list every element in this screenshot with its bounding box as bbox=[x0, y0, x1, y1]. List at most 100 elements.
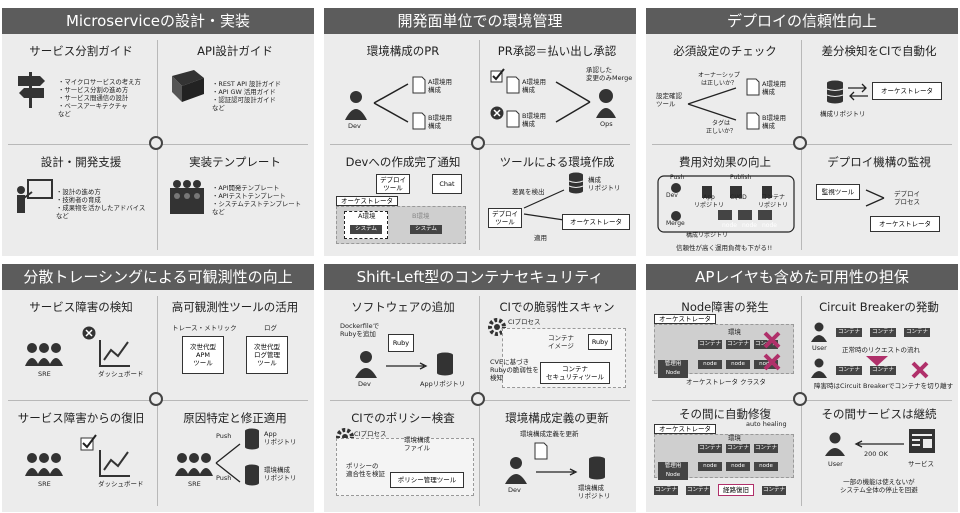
panel-title: 開発面単位での環境管理 bbox=[324, 8, 636, 34]
database-icon bbox=[245, 464, 259, 486]
team-icon bbox=[25, 453, 63, 476]
security-tool-box: コンテナ セキュリティツール bbox=[540, 362, 610, 384]
ctrl-node-box: 管理用Node bbox=[658, 360, 688, 378]
ruby-box: Ruby bbox=[388, 334, 414, 352]
question-tag: タグは 正しいか？ bbox=[706, 120, 737, 135]
quadrant-heading: 設計・開発支援 bbox=[40, 155, 122, 169]
monitor-arrows bbox=[865, 189, 885, 207]
file-icon bbox=[746, 112, 760, 130]
normal-flow-label: 正常時のリクエストの流れ bbox=[842, 346, 920, 354]
auto-healing-label: auto healing bbox=[746, 420, 787, 428]
quadrant-heading: 環境構成のPR bbox=[366, 44, 440, 58]
container-box: コンテナ bbox=[870, 366, 896, 375]
database-icon bbox=[568, 172, 584, 194]
env-label: 環境 bbox=[728, 434, 741, 442]
container-box: コンテナ bbox=[698, 340, 722, 349]
approve-note: 承認した 変更のみMerge bbox=[586, 66, 633, 82]
merge-label: Merge bbox=[666, 220, 685, 227]
orchestrator-box: オーケストレータ bbox=[872, 82, 942, 100]
panel-env-management: 開発面単位での環境管理 環境構成のPR Dev A環境用 構成 B環境用 構成 … bbox=[324, 8, 636, 256]
app-repo-label: Appリポジトリ bbox=[420, 380, 466, 388]
dockerfile-note: Dockerfileで Rubyを追加 bbox=[340, 322, 380, 338]
dashboard-label: ダッシュボード bbox=[98, 370, 144, 378]
env-repo-label: 環境構成 リポジトリ bbox=[264, 466, 297, 482]
policy-note: ポリシーの 適合性を検証 bbox=[346, 462, 385, 478]
team-icon bbox=[175, 453, 213, 476]
panel-container-security: Shift-Left型のコンテナセキュリティ ソフトウェアの追加 Dockerf… bbox=[324, 264, 636, 512]
node-box: node bbox=[698, 360, 722, 369]
push-label: Push bbox=[670, 174, 685, 181]
dashboard-chart-icon bbox=[99, 450, 130, 477]
ok-label: 200 OK bbox=[864, 450, 888, 458]
node-box: node bbox=[754, 462, 778, 471]
developer-icon bbox=[345, 91, 367, 120]
file-icon bbox=[506, 76, 520, 94]
quadrant-heading: Circuit Breakerの発動 bbox=[819, 300, 939, 314]
quadrant-heading: CIでのポリシー検査 bbox=[351, 411, 455, 425]
file-icon bbox=[534, 442, 548, 460]
container-box: コンテナ bbox=[762, 486, 786, 495]
node-box: node bbox=[754, 360, 778, 369]
quadrant-heading: API設計ガイド bbox=[197, 44, 273, 58]
cycle-icon bbox=[793, 392, 807, 406]
check-icon bbox=[80, 434, 97, 451]
presenter-icon bbox=[17, 179, 53, 213]
panel-title: デプロイの信頼性向上 bbox=[646, 8, 958, 34]
quadrant-heading: サービス障害の検知 bbox=[29, 300, 133, 314]
sre-label: SRE bbox=[188, 480, 201, 488]
container-repo-label: コンテナ リポジトリ bbox=[758, 194, 789, 209]
developer-icon bbox=[505, 457, 527, 484]
app-repo-label: App リポジトリ bbox=[264, 430, 297, 446]
ops-label: Ops bbox=[600, 120, 613, 128]
quadrant-heading: 環境構成定義の更新 bbox=[505, 411, 609, 425]
quadrant-heading: サービス障害からの復旧 bbox=[17, 411, 145, 425]
deploy-tool-box: デプロイ ツール bbox=[376, 174, 410, 194]
failure-x-icon bbox=[763, 331, 781, 349]
blocks-icon bbox=[170, 180, 204, 214]
panel-availability: APレイヤも含めた可用性の担保 Node障害の発生 オーケストレータ 環境 コン… bbox=[646, 264, 958, 512]
push-arrows bbox=[215, 443, 241, 483]
continue-caption: 一部の機能は使えないが システム全体の停止を回避 bbox=[840, 478, 918, 494]
response-arrow bbox=[854, 440, 904, 448]
system-box: システム bbox=[350, 225, 382, 234]
database-icon bbox=[245, 428, 259, 450]
dev-label: Dev bbox=[666, 192, 678, 199]
cycle-icon bbox=[149, 136, 163, 150]
arrow-right bbox=[536, 468, 578, 476]
sync-arrows bbox=[848, 83, 868, 101]
cycle-icon bbox=[471, 136, 485, 150]
container-box: コンテナ bbox=[686, 486, 710, 495]
system-box: システム bbox=[410, 225, 442, 234]
item-list: ・REST API 設計ガイド ・API GW 活用ガイド ・認証認可設計ガイド… bbox=[212, 80, 281, 112]
approve-check-icon bbox=[490, 68, 505, 83]
user-icon bbox=[811, 358, 827, 378]
ci-label: CIプロセス bbox=[354, 430, 387, 438]
quadrant-heading: 実装テンプレート bbox=[189, 155, 281, 169]
orchestrator-label: オーケストレータ bbox=[336, 196, 398, 206]
file-icon bbox=[506, 110, 520, 128]
container-box: コンテナ bbox=[654, 486, 678, 495]
check-arrows bbox=[687, 87, 737, 121]
node-box: node bbox=[698, 462, 722, 471]
team-icon bbox=[25, 343, 63, 366]
deploy-tool-box: デプロイ ツール bbox=[488, 208, 522, 228]
quadrant-heading: ツールによる環境作成 bbox=[499, 155, 615, 169]
item-list: ・マイクロサービスの考え方 ・サービス分割の進め方 ・サービス間通信の設計 ・ベ… bbox=[58, 78, 141, 118]
chat-box: Chat bbox=[432, 174, 462, 194]
orchestrator-box: オーケストレータ bbox=[870, 216, 940, 232]
repo-label: 構成リポジトリ bbox=[820, 110, 866, 118]
dev-label: Dev bbox=[508, 486, 521, 494]
question-owner: オーナーシップ は正しいか？ bbox=[698, 72, 740, 87]
gear-icon bbox=[488, 318, 506, 336]
orchestrator-label: オーケストレータ bbox=[654, 424, 716, 434]
log-label: ログ bbox=[264, 324, 277, 332]
dev-label: Dev bbox=[348, 122, 361, 130]
node-label: node bbox=[722, 222, 737, 229]
orchestrator-label: オーケストレータ bbox=[654, 314, 716, 324]
publish-label: Publish bbox=[730, 174, 752, 181]
user-icon bbox=[811, 322, 827, 342]
cicd-label: CI/CD bbox=[730, 194, 747, 201]
alert-icon bbox=[82, 326, 96, 340]
quadrant-heading: 差分検知をCIで自動化 bbox=[821, 44, 937, 58]
cluster-label: オーケストレータ クラスタ bbox=[686, 378, 766, 386]
